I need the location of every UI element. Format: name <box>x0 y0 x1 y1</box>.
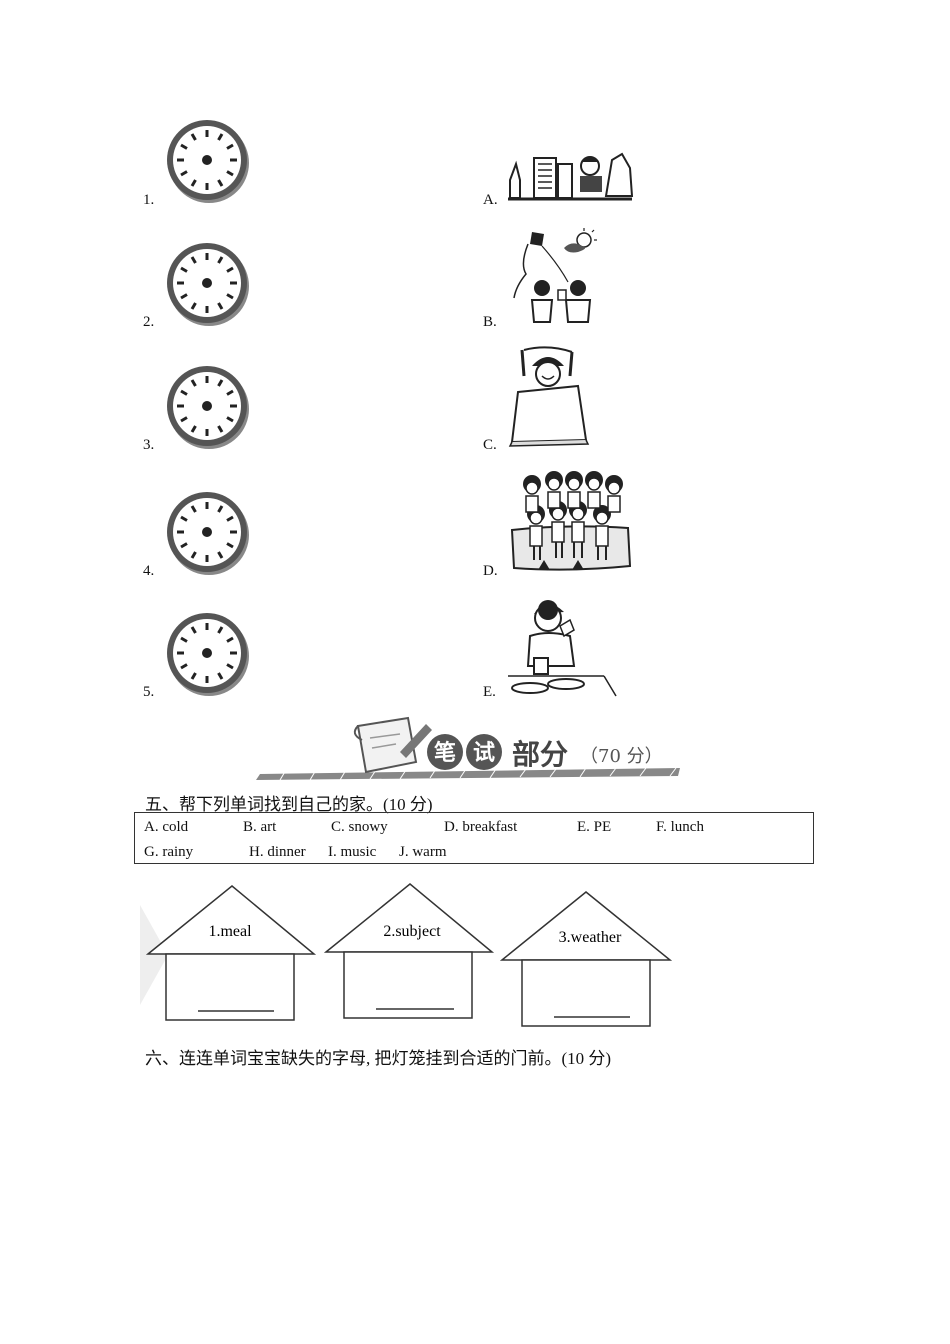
class-group-picture <box>510 471 632 571</box>
stripe-bar-icon <box>256 767 680 781</box>
banner-char: 笔 <box>434 740 456 766</box>
item-number: 1. <box>143 192 155 208</box>
clock-icon <box>167 613 249 696</box>
word-option: B. art <box>243 819 277 835</box>
clock-icon <box>167 243 249 326</box>
city-school-picture <box>506 150 634 202</box>
word-option: E. PE <box>577 819 612 835</box>
word-option: F. lunch <box>656 819 704 835</box>
option-letter: A. <box>483 192 498 208</box>
scroll-pen-icon <box>353 716 432 774</box>
house-label: 1.meal <box>208 923 252 940</box>
house-label: 3.weather <box>559 929 622 946</box>
item-number: 4. <box>143 563 155 579</box>
option-letter: C. <box>483 437 497 453</box>
banner-score: （70 分） <box>580 746 663 767</box>
kite-flying-picture <box>513 228 597 323</box>
clock-icon <box>167 366 249 449</box>
word-option: G. rainy <box>144 844 194 860</box>
word-option: D. breakfast <box>444 819 518 835</box>
word-option: I. music <box>328 844 377 860</box>
house-meal: 1.meal <box>146 885 317 1021</box>
banner-title: 部分 <box>512 738 568 771</box>
house-weather: 3.weather <box>500 891 673 1027</box>
word-option: C. snowy <box>331 819 388 835</box>
option-letter: B. <box>483 314 497 330</box>
clock-icon <box>167 120 249 203</box>
written-test-banner: 笔 试 部分 （70 分） <box>256 716 680 781</box>
section-5-title: 五、帮下列单词找到自己的家。(10 分) <box>145 795 433 814</box>
eating-breakfast-picture <box>508 600 617 697</box>
item-number: 3. <box>143 437 155 453</box>
item-number: 5. <box>143 684 155 700</box>
word-option: J. warm <box>399 844 447 860</box>
house-subject: 2.subject <box>324 883 495 1019</box>
decorative-shape-icon <box>140 905 168 1005</box>
option-letter: D. <box>483 563 498 579</box>
word-option: A. cold <box>144 819 189 835</box>
word-options-box: A. cold B. art C. snowy D. breakfast E. … <box>134 812 814 864</box>
option-letter: E. <box>483 684 496 700</box>
section-6-title: 六、连连单词宝宝缺失的字母, 把灯笼挂到合适的门前。(10 分) <box>145 1049 612 1068</box>
clock-icon <box>167 492 249 575</box>
waking-up-picture <box>508 346 590 447</box>
item-number: 2. <box>143 314 155 330</box>
word-option: H. dinner <box>249 844 306 860</box>
banner-char: 试 <box>473 741 495 766</box>
house-label: 2.subject <box>383 923 441 940</box>
